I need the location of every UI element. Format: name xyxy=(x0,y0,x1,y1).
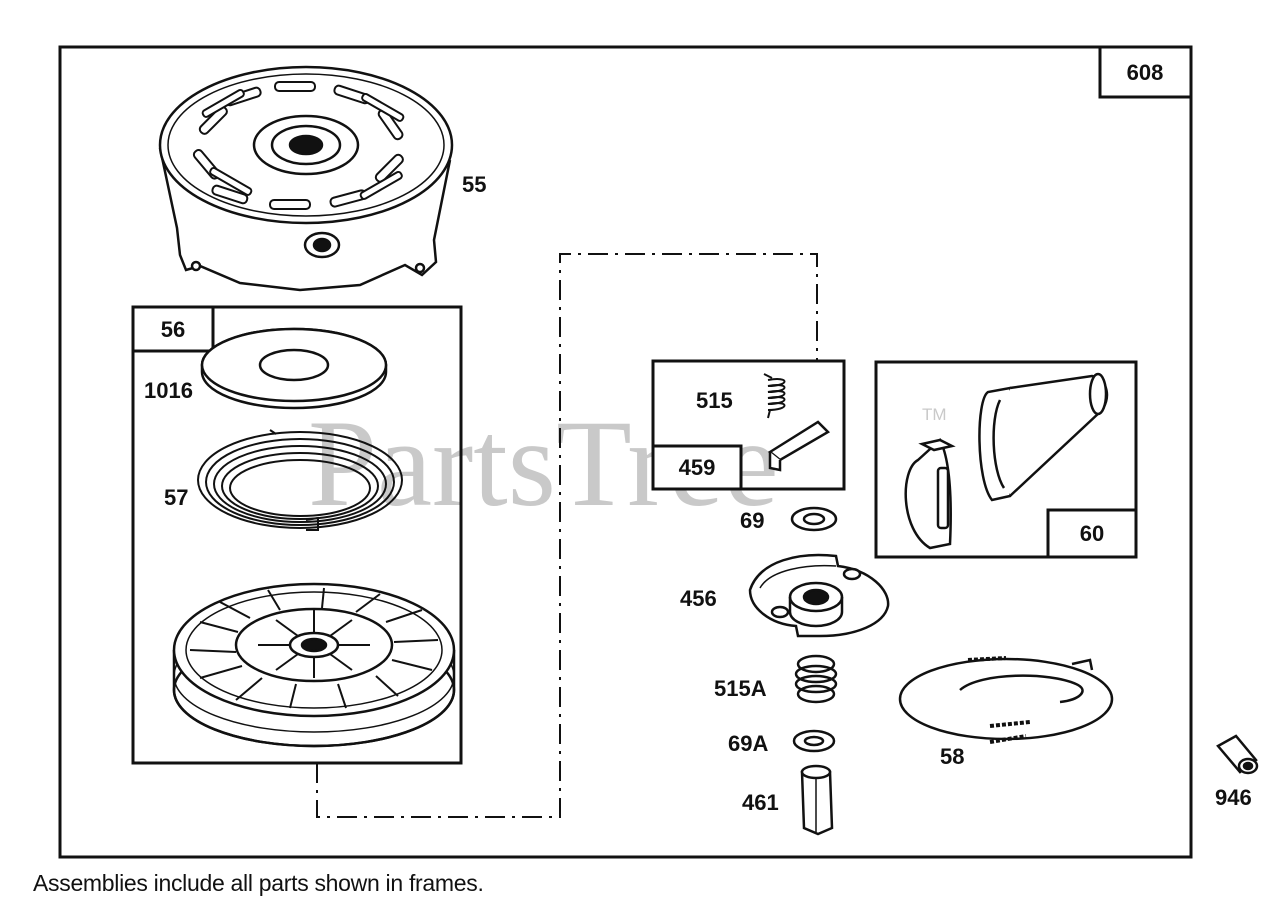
pulley-drawing xyxy=(172,582,456,748)
frame-459-tag xyxy=(651,444,743,491)
frame-60-number: 60 xyxy=(1080,521,1104,546)
housing-drawing xyxy=(158,65,454,292)
insert-946-drawing xyxy=(1216,734,1259,775)
label-57: 57 xyxy=(164,485,188,510)
label-55: 55 xyxy=(462,172,486,197)
handle-drawing xyxy=(904,372,1109,550)
label-69: 69 xyxy=(740,508,764,533)
label-58: 58 xyxy=(940,744,964,769)
pawl-drawing xyxy=(767,420,831,472)
frame-459-number: 459 xyxy=(679,455,716,480)
frame-56-number: 56 xyxy=(161,317,185,342)
watermark-trademark: TM xyxy=(922,405,947,424)
retainer-456-drawing xyxy=(748,553,890,638)
frame-56 xyxy=(131,305,463,765)
washer-69a-drawing xyxy=(792,729,836,753)
caption: Assemblies include all parts shown in fr… xyxy=(33,870,484,896)
label-69a: 69A xyxy=(728,731,768,756)
spring-515-drawing xyxy=(763,373,786,419)
label-515a: 515A xyxy=(714,676,767,701)
washer-69-drawing xyxy=(790,506,838,532)
label-1016: 1016 xyxy=(144,378,193,403)
label-946: 946 xyxy=(1215,785,1252,810)
assembly-number: 608 xyxy=(1127,60,1164,85)
label-456: 456 xyxy=(680,586,717,611)
label-515: 515 xyxy=(696,388,733,413)
connector-line xyxy=(316,253,818,818)
spring-515a-drawing xyxy=(794,654,838,704)
spring-57-drawing xyxy=(197,429,403,531)
assembly-number-box xyxy=(1098,45,1193,99)
rope-58-drawing xyxy=(898,656,1114,744)
washer-1016-drawing xyxy=(200,327,388,410)
label-461: 461 xyxy=(742,790,779,815)
frame-459 xyxy=(651,359,846,491)
frame-60-tag xyxy=(1046,508,1138,559)
frame-60 xyxy=(874,360,1138,559)
frame-56-tag xyxy=(131,305,215,353)
outer-frame xyxy=(58,45,1193,859)
pin-461-drawing xyxy=(800,764,834,836)
